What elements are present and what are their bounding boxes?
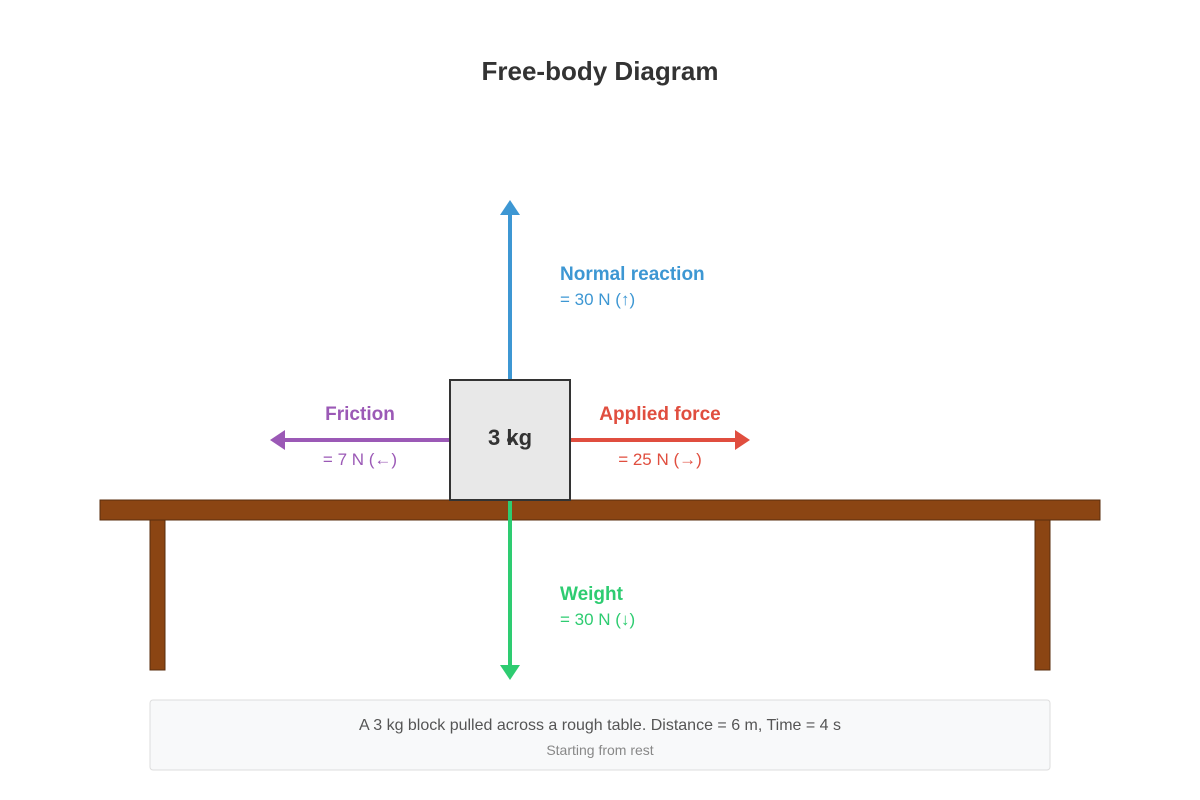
applied-force-arrow [570, 430, 750, 450]
normal-reaction-arrow [500, 200, 520, 380]
normal-reaction-name: Normal reaction [560, 264, 705, 285]
friction-arrow [270, 430, 450, 450]
weight-value: = 30 N (↓) [560, 610, 635, 629]
friction-name: Friction [325, 404, 395, 425]
block-center-dot [507, 437, 513, 443]
weight-name: Weight [560, 584, 624, 605]
caption-box: A 3 kg block pulled across a rough table… [149, 699, 1051, 771]
block: 3 kg [449, 379, 571, 501]
table-leg-left [149, 518, 166, 671]
table [99, 499, 1101, 671]
normal-reaction-value: = 30 N (↑) [560, 290, 635, 309]
table-leg-right [1034, 518, 1051, 671]
applied-force-name: Applied force [599, 404, 720, 425]
weight-arrow [500, 500, 520, 680]
applied-force-value: = 25 N (→) [618, 450, 702, 469]
table-top [99, 499, 1101, 521]
caption-main-text: A 3 kg block pulled across a rough table… [359, 717, 841, 734]
friction-value: = 7 N (←) [323, 450, 397, 469]
diagram-title: Free-body Diagram [482, 56, 719, 86]
caption-sub-text: Starting from rest [546, 742, 653, 758]
